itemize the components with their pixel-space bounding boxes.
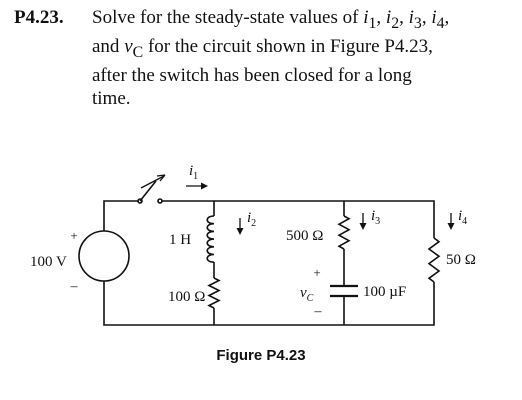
problem-text-segment: for the circuit shown in Figure P4.23,: [143, 35, 433, 57]
problem-statement: P4.23. Solve for the steady-state values…: [14, 6, 514, 110]
current-symbol: i: [408, 7, 414, 28]
current-symbol: i: [385, 7, 392, 28]
current-subscript: 2: [391, 14, 400, 32]
problem-text-segment: time.: [92, 87, 131, 109]
switch: [137, 174, 166, 204]
problem-text-segment: and: [92, 35, 125, 57]
problem-text-segment: ,: [376, 7, 386, 28]
resistor-50-ohm: [427, 237, 441, 283]
inductor-symbol: [206, 215, 215, 263]
vc-label: vC: [300, 285, 314, 304]
vc-plus-sign: +: [313, 265, 320, 280]
voltage-subscript: C: [132, 43, 144, 61]
vc-minus-sign: –: [314, 304, 323, 319]
i4-arrow: [447, 213, 455, 230]
resistor-500-ohm: [337, 215, 351, 250]
current-symbol: i: [363, 7, 369, 28]
current-subscript: 4: [436, 14, 445, 32]
current-subscript: 1: [368, 14, 377, 32]
i1-label: i1: [189, 163, 198, 182]
i1-arrow: [186, 182, 208, 190]
current-subscript: 3: [413, 14, 422, 32]
problem-text-segment: ,: [399, 7, 409, 28]
resistor-100-ohm: [207, 277, 221, 309]
i3-arrow: [359, 213, 367, 230]
i2-label: i2: [247, 210, 256, 229]
problem-number: P4.23.: [14, 7, 64, 28]
i4-label: i4: [458, 208, 467, 227]
i2-arrow: [236, 218, 244, 235]
voltage-source: [78, 230, 130, 282]
problem-text-segment: after the switch has been closed for a l…: [92, 64, 412, 86]
problem-text: Solve for the steady-state values of i1,…: [92, 6, 514, 110]
inductor-value-label: 1 H: [169, 232, 191, 248]
problem-text-segment: ,: [444, 7, 450, 28]
i3-label: i3: [371, 208, 380, 227]
resistor-right-value-label: 50 Ω: [446, 252, 476, 268]
voltage-symbol: v: [124, 35, 133, 57]
source-value-label: 100 V: [30, 254, 67, 270]
figure-caption: Figure P4.23: [216, 347, 305, 364]
capacitor-symbol: [330, 284, 358, 298]
circuit-wires: [103, 200, 435, 326]
source-plus-sign: +: [70, 228, 77, 243]
resistor-mid-value-label: 500 Ω: [286, 228, 323, 244]
problem-text-segment: Solve for the steady-state values of: [92, 7, 364, 28]
current-symbol: i: [431, 7, 437, 28]
capacitor-value-label: 100 µF: [363, 284, 406, 300]
resistor-left-value-label: 100 Ω: [168, 289, 205, 305]
problem-text-segment: ,: [421, 7, 432, 28]
source-minus-sign: –: [70, 279, 79, 294]
